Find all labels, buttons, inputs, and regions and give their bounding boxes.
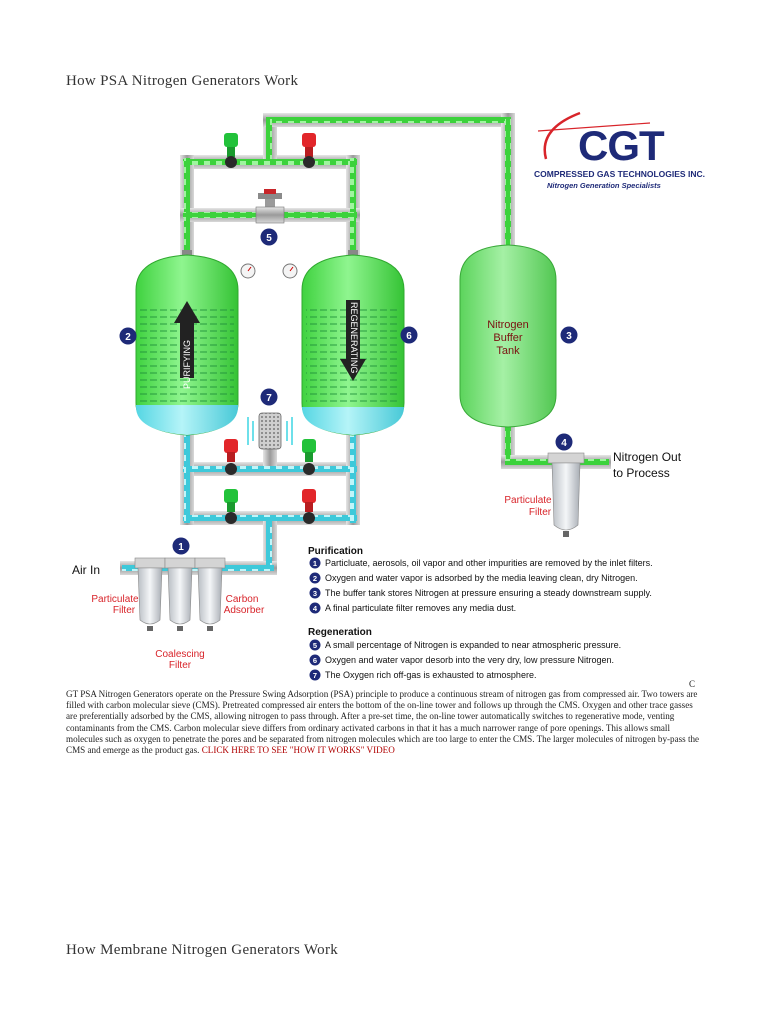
video-link[interactable]: CLICK HERE TO SEE "HOW IT WORKS" VIDEO [201, 745, 395, 756]
svg-text:7: 7 [313, 671, 317, 680]
buffer-tank-label-2: Buffer [493, 332, 522, 344]
logo-mark: CGT [578, 122, 665, 169]
svg-text:A final particulate filter rem: A final particulate filter removes any m… [325, 603, 516, 613]
svg-text:Oxygen and water vapor is adso: Oxygen and water vapor is adsorbed by th… [325, 573, 638, 583]
inlet-filters: Air In Particulate Filter Carbon Adsorbe… [72, 557, 265, 671]
coalescing-filter-label-2: Filter [169, 660, 192, 671]
badge-7: 7 [260, 388, 278, 406]
nitrogen-out-label-1: Nitrogen Out [613, 450, 682, 464]
badge-6: 6 [400, 326, 418, 344]
svg-text:5: 5 [313, 641, 317, 650]
step-badges: 1 2 3 4 5 6 7 [119, 228, 578, 555]
legend-item-4: 4 A final particulate filter removes any … [309, 602, 516, 614]
logo-tagline: Nitrogen Generation Specialists [547, 181, 661, 190]
left-adsorber-tower: PURIFYING [135, 250, 358, 436]
logo-company: COMPRESSED GAS TECHNOLOGIES INC. [534, 169, 705, 179]
nitrogen-out-label-2: to Process [613, 466, 670, 480]
page-title: How PSA Nitrogen Generators Work [66, 73, 299, 89]
svg-text:The buffer tank stores Nitroge: The buffer tank stores Nitrogen at press… [325, 588, 652, 598]
out-filter-label-2: Filter [529, 507, 552, 518]
svg-text:3: 3 [313, 589, 317, 598]
outlet-particulate-filter: Particulate Filter Nitrogen Out to Proce… [504, 450, 682, 537]
badge-5: 5 [260, 228, 278, 246]
svg-text:2: 2 [313, 574, 317, 583]
svg-text:1: 1 [178, 542, 184, 553]
section-title-membrane: How Membrane Nitrogen Generators Work [66, 942, 339, 958]
psa-diagram: PURIFYING REGENERATING Nitrogen Buffer T… [72, 111, 705, 681]
exhaust-muffler [247, 412, 293, 450]
particulate-filter-label-1: Particulate [91, 594, 139, 605]
legend-item-2: 2 Oxygen and water vapor is adsorbed by t… [309, 572, 638, 584]
particulate-filter-label-2: Filter [113, 605, 136, 616]
legend-item-6: 6 Oxygen and water vapor desorb into the … [309, 654, 614, 666]
badge-2: 2 [119, 327, 137, 345]
svg-text:7: 7 [266, 393, 272, 404]
svg-text:Oxygen and water vapor desorb: Oxygen and water vapor desorb into the v… [325, 655, 614, 665]
right-adsorber-tower: REGENERATING [282, 254, 405, 436]
carbon-adsorber-label-1: Carbon [226, 594, 259, 605]
svg-text:6: 6 [406, 331, 412, 342]
buffer-tank-label-1: Nitrogen [487, 319, 529, 331]
svg-text:5: 5 [266, 233, 272, 244]
svg-text:4: 4 [561, 438, 567, 449]
badge-4: 4 [555, 433, 573, 451]
svg-text:6: 6 [313, 656, 317, 665]
buffer-tank-label-3: Tank [496, 345, 520, 357]
legend-item-3: 3 The buffer tank stores Nitrogen at pres… [309, 587, 652, 599]
legend-item-1: 1 Particluate, aerosols, oil vapor and ot… [309, 557, 653, 569]
regeneration-heading: Regeneration [308, 627, 372, 638]
legend: Purification 1 Particluate, aerosols, oil… [308, 546, 653, 681]
bottom-valves [224, 439, 316, 524]
paragraph-text: GT PSA Nitrogen Generators operate on th… [66, 689, 700, 756]
nitrogen-buffer-tank: Nitrogen Buffer Tank [459, 244, 557, 428]
purifying-label: PURIFYING [182, 340, 192, 389]
legend-item-5: 5 A small percentage of Nitrogen is expan… [309, 639, 621, 651]
purification-heading: Purification [308, 546, 363, 557]
top-valves [224, 133, 316, 224]
svg-text:3: 3 [566, 331, 572, 342]
svg-text:A small percentage of Nitrogen: A small percentage of Nitrogen is expand… [325, 640, 621, 650]
regenerating-label: REGENERATING [349, 302, 359, 373]
badge-1: 1 [172, 537, 190, 555]
svg-text:2: 2 [125, 332, 131, 343]
stray-character: C [689, 679, 696, 689]
coalescing-filter-label-1: Coalescing [155, 649, 204, 660]
badge-3: 3 [560, 326, 578, 344]
svg-text:1: 1 [313, 559, 317, 568]
description-paragraph: GT PSA Nitrogen Generators operate on th… [66, 689, 706, 756]
air-in-label: Air In [72, 563, 100, 577]
out-filter-label-1: Particulate [504, 495, 552, 506]
svg-text:The Oxygen rich off-gas is exh: The Oxygen rich off-gas is exhausted to … [325, 670, 536, 680]
svg-text:4: 4 [313, 604, 318, 613]
cgt-logo: CGT COMPRESSED GAS TECHNOLOGIES INC. Nit… [534, 111, 705, 190]
carbon-adsorber-label-2: Adsorber [224, 605, 265, 616]
legend-item-7: 7 The Oxygen rich off-gas is exhausted to… [309, 669, 536, 681]
svg-text:Particluate, aerosols, oil vap: Particluate, aerosols, oil vapor and oth… [325, 558, 653, 568]
